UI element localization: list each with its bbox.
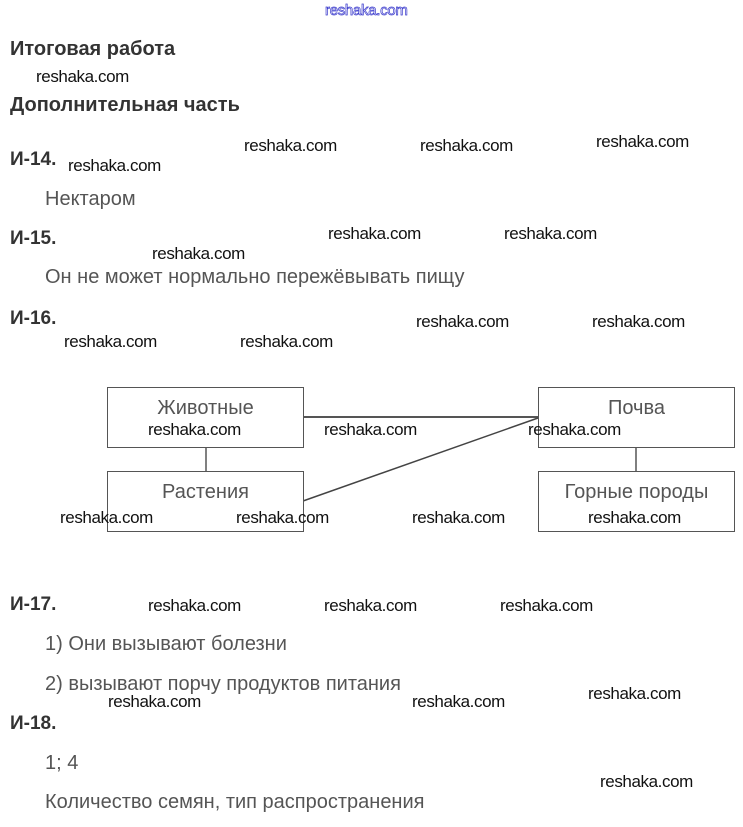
question-label-16: И-16.	[10, 308, 57, 329]
watermark: reshaka.com	[600, 772, 693, 791]
watermark: reshaka.com	[420, 136, 513, 155]
watermark: reshaka.com	[60, 508, 153, 527]
watermark: reshaka.com	[412, 692, 505, 711]
answer-15: Он не может нормально пережёвывать пищу	[45, 266, 465, 288]
question-label-17: И-17.	[10, 594, 57, 615]
section-title: Дополнительная часть	[10, 94, 240, 116]
watermark: reshaka.com	[592, 312, 685, 331]
watermark: reshaka.com	[588, 684, 681, 703]
answer-14: Нектаром	[45, 188, 136, 210]
question-label-15: И-15.	[10, 228, 57, 249]
node-soil: Почва	[538, 387, 735, 448]
watermark: reshaka.com	[152, 244, 245, 263]
watermark: reshaka.com	[412, 508, 505, 527]
edge-plants-soil	[302, 417, 539, 502]
watermark: reshaka.com	[244, 136, 337, 155]
watermark: reshaka.com	[36, 67, 129, 86]
watermark: reshaka.com	[324, 420, 417, 439]
watermark: reshaka.com	[148, 596, 241, 615]
watermark: reshaka.com	[68, 156, 161, 175]
watermark: reshaka.com	[504, 224, 597, 243]
node-rocks: Горные породы	[538, 471, 735, 532]
answer-18-2: Количество семян, тип распространения	[45, 791, 425, 813]
watermark: reshaka.com	[148, 420, 241, 439]
watermark: reshaka.com	[236, 508, 329, 527]
page-title: Итоговая работа	[10, 38, 176, 60]
node-plants: Растения	[107, 471, 304, 532]
node-animals: Животные	[107, 387, 304, 448]
answer-17-1: 1) Они вызывают болезни	[45, 633, 287, 655]
watermark: reshaka.com	[588, 508, 681, 527]
watermark: reshaka.com	[528, 420, 621, 439]
answer-18-1: 1; 4	[45, 752, 79, 774]
watermark: reshaka.com	[108, 692, 201, 711]
watermark: reshaka.com	[324, 596, 417, 615]
question-label-18: И-18.	[10, 713, 57, 734]
site-watermark: reshaka.com	[325, 2, 409, 20]
watermark: reshaka.com	[64, 332, 157, 351]
watermark: reshaka.com	[240, 332, 333, 351]
watermark: reshaka.com	[596, 132, 689, 151]
answer-17-2: 2) вызывают порчу продуктов питания	[45, 673, 401, 695]
watermark: reshaka.com	[416, 312, 509, 331]
watermark: reshaka.com	[328, 224, 421, 243]
question-label-14: И-14.	[10, 149, 57, 170]
watermark: reshaka.com	[500, 596, 593, 615]
